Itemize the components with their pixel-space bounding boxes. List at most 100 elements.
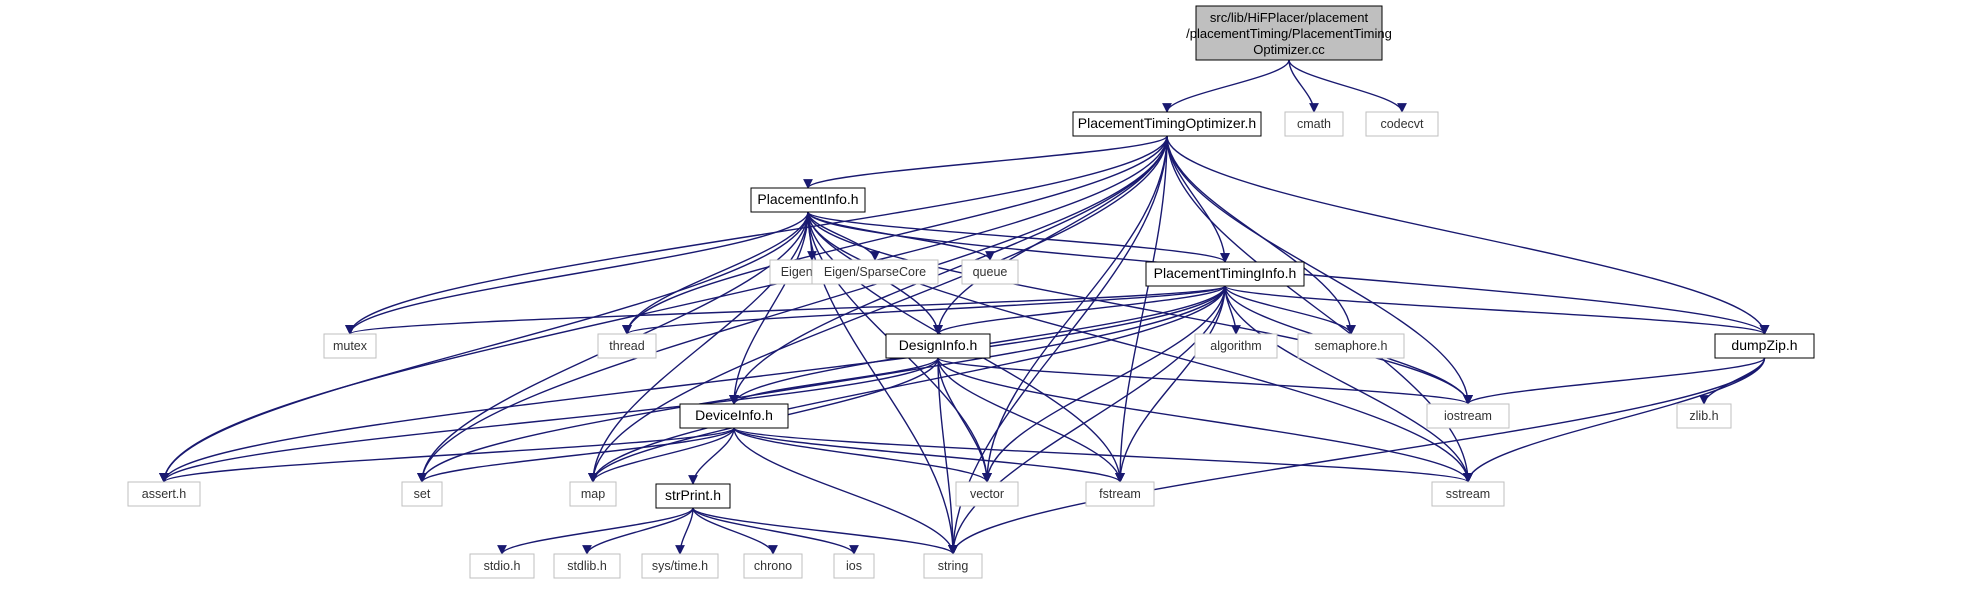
edge-strprint_h-to-systime_h xyxy=(675,507,694,555)
edge-pto_h-to-iostream xyxy=(1166,135,1473,405)
node-box xyxy=(743,553,803,579)
edge-pto_h-to-map xyxy=(588,135,1168,483)
node-label: PlacementInfo.h xyxy=(757,191,858,207)
edge-pti_h-to-thread xyxy=(622,285,1226,335)
edge-designinfo_h-to-fstream xyxy=(937,357,1125,483)
node-codecvt: codecvt xyxy=(1365,111,1439,137)
edge-pi_h-to-mutex xyxy=(345,211,809,335)
edge-designinfo_h-to-assert_h xyxy=(159,357,939,483)
node-label: queue xyxy=(973,265,1008,279)
edge-pti_h-to-semaphore_h xyxy=(1224,285,1356,335)
edge-deviceinfo_h-to-map xyxy=(588,427,735,483)
edge-deviceinfo_h-to-strprint_h xyxy=(688,427,735,485)
node-pi-h[interactable]: PlacementInfo.h xyxy=(750,187,866,213)
node-label: chrono xyxy=(754,559,792,573)
node-zlib-h: zlib.h xyxy=(1676,403,1732,429)
node-label: stdlib.h xyxy=(567,559,607,573)
node-box xyxy=(1714,333,1815,359)
edge-deviceinfo_h-to-fstream xyxy=(733,427,1125,483)
edge-deviceinfo_h-to-set xyxy=(417,427,735,483)
edge-pti_h-to-mutex xyxy=(345,285,1226,335)
edge-pi_h-to-assert_h xyxy=(159,211,809,483)
edge-dumpzip_h-to-sstream xyxy=(1463,357,1766,483)
node-label: semaphore.h xyxy=(1315,339,1388,353)
node-box xyxy=(1426,403,1510,429)
node-box xyxy=(1145,261,1305,287)
node-vector: vector xyxy=(955,481,1019,507)
node-label: algorithm xyxy=(1210,339,1261,353)
edge-pti_h-to-assert_h xyxy=(159,285,1226,483)
node-label: fstream xyxy=(1099,487,1141,501)
node-label: zlib.h xyxy=(1689,409,1718,423)
node-box xyxy=(1365,111,1439,137)
node-label: iostream xyxy=(1444,409,1492,423)
edge-strprint_h-to-string xyxy=(692,507,958,555)
node-dumpzip-h[interactable]: dumpZip.h xyxy=(1714,333,1815,359)
node-cmath: cmath xyxy=(1284,111,1344,137)
node-label: stdio.h xyxy=(484,559,521,573)
node-assert-h: assert.h xyxy=(127,481,201,507)
edge-designinfo_h-to-iostream xyxy=(937,357,1473,405)
node-box xyxy=(955,481,1019,507)
node-label: thread xyxy=(609,339,644,353)
node-label: dumpZip.h xyxy=(1731,337,1797,353)
node-label: strPrint.h xyxy=(665,487,721,503)
node-box xyxy=(923,553,983,579)
node-iostream: iostream xyxy=(1426,403,1510,429)
edge-pti_h-to-vector xyxy=(982,285,1226,483)
node-label: assert.h xyxy=(142,487,187,501)
edge-root-to-pto_h xyxy=(1162,59,1290,113)
node-box xyxy=(1195,5,1383,61)
node-fstream: fstream xyxy=(1085,481,1155,507)
edge-pti_h-to-string xyxy=(948,285,1226,555)
node-box xyxy=(885,333,991,359)
node-box xyxy=(127,481,201,507)
node-queue: queue xyxy=(961,259,1019,285)
edge-pto_h-to-pti_h xyxy=(1166,135,1230,263)
node-box xyxy=(1072,111,1262,137)
edge-pi_h-to-eigen_sparse xyxy=(807,211,880,261)
edge-strprint_h-to-ios xyxy=(692,507,859,555)
node-label: codecvt xyxy=(1380,117,1424,131)
node-label: sstream xyxy=(1446,487,1490,501)
node-ios: ios xyxy=(833,553,875,579)
node-box xyxy=(750,187,866,213)
node-layer: src/lib/HiFPlacer/placement/placementTim… xyxy=(127,5,1815,579)
node-box xyxy=(655,483,731,509)
node-map: map xyxy=(569,481,617,507)
node-pto-h[interactable]: PlacementTimingOptimizer.h xyxy=(1072,111,1262,137)
node-label: cmath xyxy=(1297,117,1331,131)
node-root[interactable]: src/lib/HiFPlacer/placement/placementTim… xyxy=(1186,5,1392,61)
node-thread: thread xyxy=(597,333,657,359)
edge-dumpzip_h-to-iostream xyxy=(1463,357,1766,405)
edge-pi_h-to-iostream xyxy=(807,211,1473,405)
node-box xyxy=(553,553,621,579)
node-strprint-h[interactable]: strPrint.h xyxy=(655,483,731,509)
node-box xyxy=(1431,481,1505,507)
edge-pto_h-to-sstream xyxy=(1166,135,1473,483)
node-box xyxy=(1676,403,1732,429)
edge-pti_h-to-map xyxy=(588,285,1226,483)
node-box xyxy=(679,403,789,429)
node-set: set xyxy=(401,481,443,507)
node-designinfo-h[interactable]: DesignInfo.h xyxy=(885,333,991,359)
node-box xyxy=(1297,333,1405,359)
edge-pi_h-to-thread xyxy=(622,211,809,335)
node-chrono: chrono xyxy=(743,553,803,579)
node-box xyxy=(323,333,377,359)
node-deviceinfo-h[interactable]: DeviceInfo.h xyxy=(679,403,789,429)
node-label: mutex xyxy=(333,339,368,353)
node-systime-h: sys/time.h xyxy=(641,553,719,579)
node-box xyxy=(401,481,443,507)
edge-pto_h-to-dumpzip_h xyxy=(1166,135,1770,335)
node-label: PlacementTimingOptimizer.h xyxy=(1078,115,1256,131)
node-box xyxy=(597,333,657,359)
edge-deviceinfo_h-to-string xyxy=(733,427,958,555)
node-stdio-h: stdio.h xyxy=(469,553,535,579)
edge-root-to-cmath xyxy=(1288,59,1319,113)
edge-designinfo_h-to-sstream xyxy=(937,357,1473,483)
node-pti-h[interactable]: PlacementTimingInfo.h xyxy=(1145,261,1305,287)
edge-pto_h-to-mutex xyxy=(345,135,1168,335)
node-semaphore-h: semaphore.h xyxy=(1297,333,1405,359)
node-box xyxy=(811,259,939,285)
